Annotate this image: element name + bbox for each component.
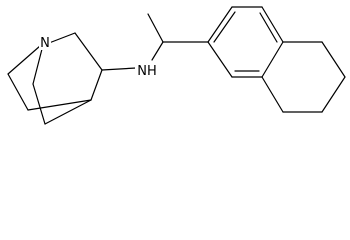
quinuclidine-nitrogen-label: N bbox=[40, 36, 50, 51]
bond-ar6-ar1 bbox=[207, 41, 233, 78]
bond-c3-nh bbox=[101, 67, 137, 71]
bond-c5-c6 bbox=[321, 41, 346, 78]
aromatic-ring bbox=[207, 6, 284, 78]
bond-ch-methyl bbox=[147, 13, 164, 43]
saturated-ring bbox=[261, 41, 346, 113]
n-label-background bbox=[39, 34, 51, 50]
bond-c8-c7 bbox=[32, 83, 46, 125]
chemical-structure: N NH bbox=[7, 6, 346, 125]
nh-label-background bbox=[135, 62, 159, 78]
bond-c6-c7 bbox=[321, 76, 346, 113]
bond-n1-c6 bbox=[7, 45, 41, 75]
bond-ar1-ar2-inner bbox=[213, 11, 236, 43]
bond-c7-c4 bbox=[44, 99, 92, 125]
bond-c8-ar5 bbox=[261, 76, 284, 113]
bond-c3-c4 bbox=[90, 69, 103, 101]
bond-n1-c2 bbox=[48, 32, 76, 44]
linker bbox=[101, 13, 209, 71]
bond-n1-c8 bbox=[32, 48, 43, 85]
bond-ar3-ar4-inner bbox=[259, 12, 278, 43]
bond-nh-ch bbox=[151, 41, 164, 61]
amine-nitrogen-label: NH bbox=[137, 64, 157, 79]
bond-ar1-ar2 bbox=[207, 6, 233, 43]
bond-ar3-ar4 bbox=[261, 6, 284, 43]
bond-c2-c3 bbox=[74, 32, 103, 71]
quinuclidine-ring bbox=[7, 32, 103, 125]
bond-ar4-ar5 bbox=[261, 41, 284, 78]
bond-c5-c4 bbox=[27, 99, 92, 111]
bond-c6-c5 bbox=[7, 73, 29, 111]
